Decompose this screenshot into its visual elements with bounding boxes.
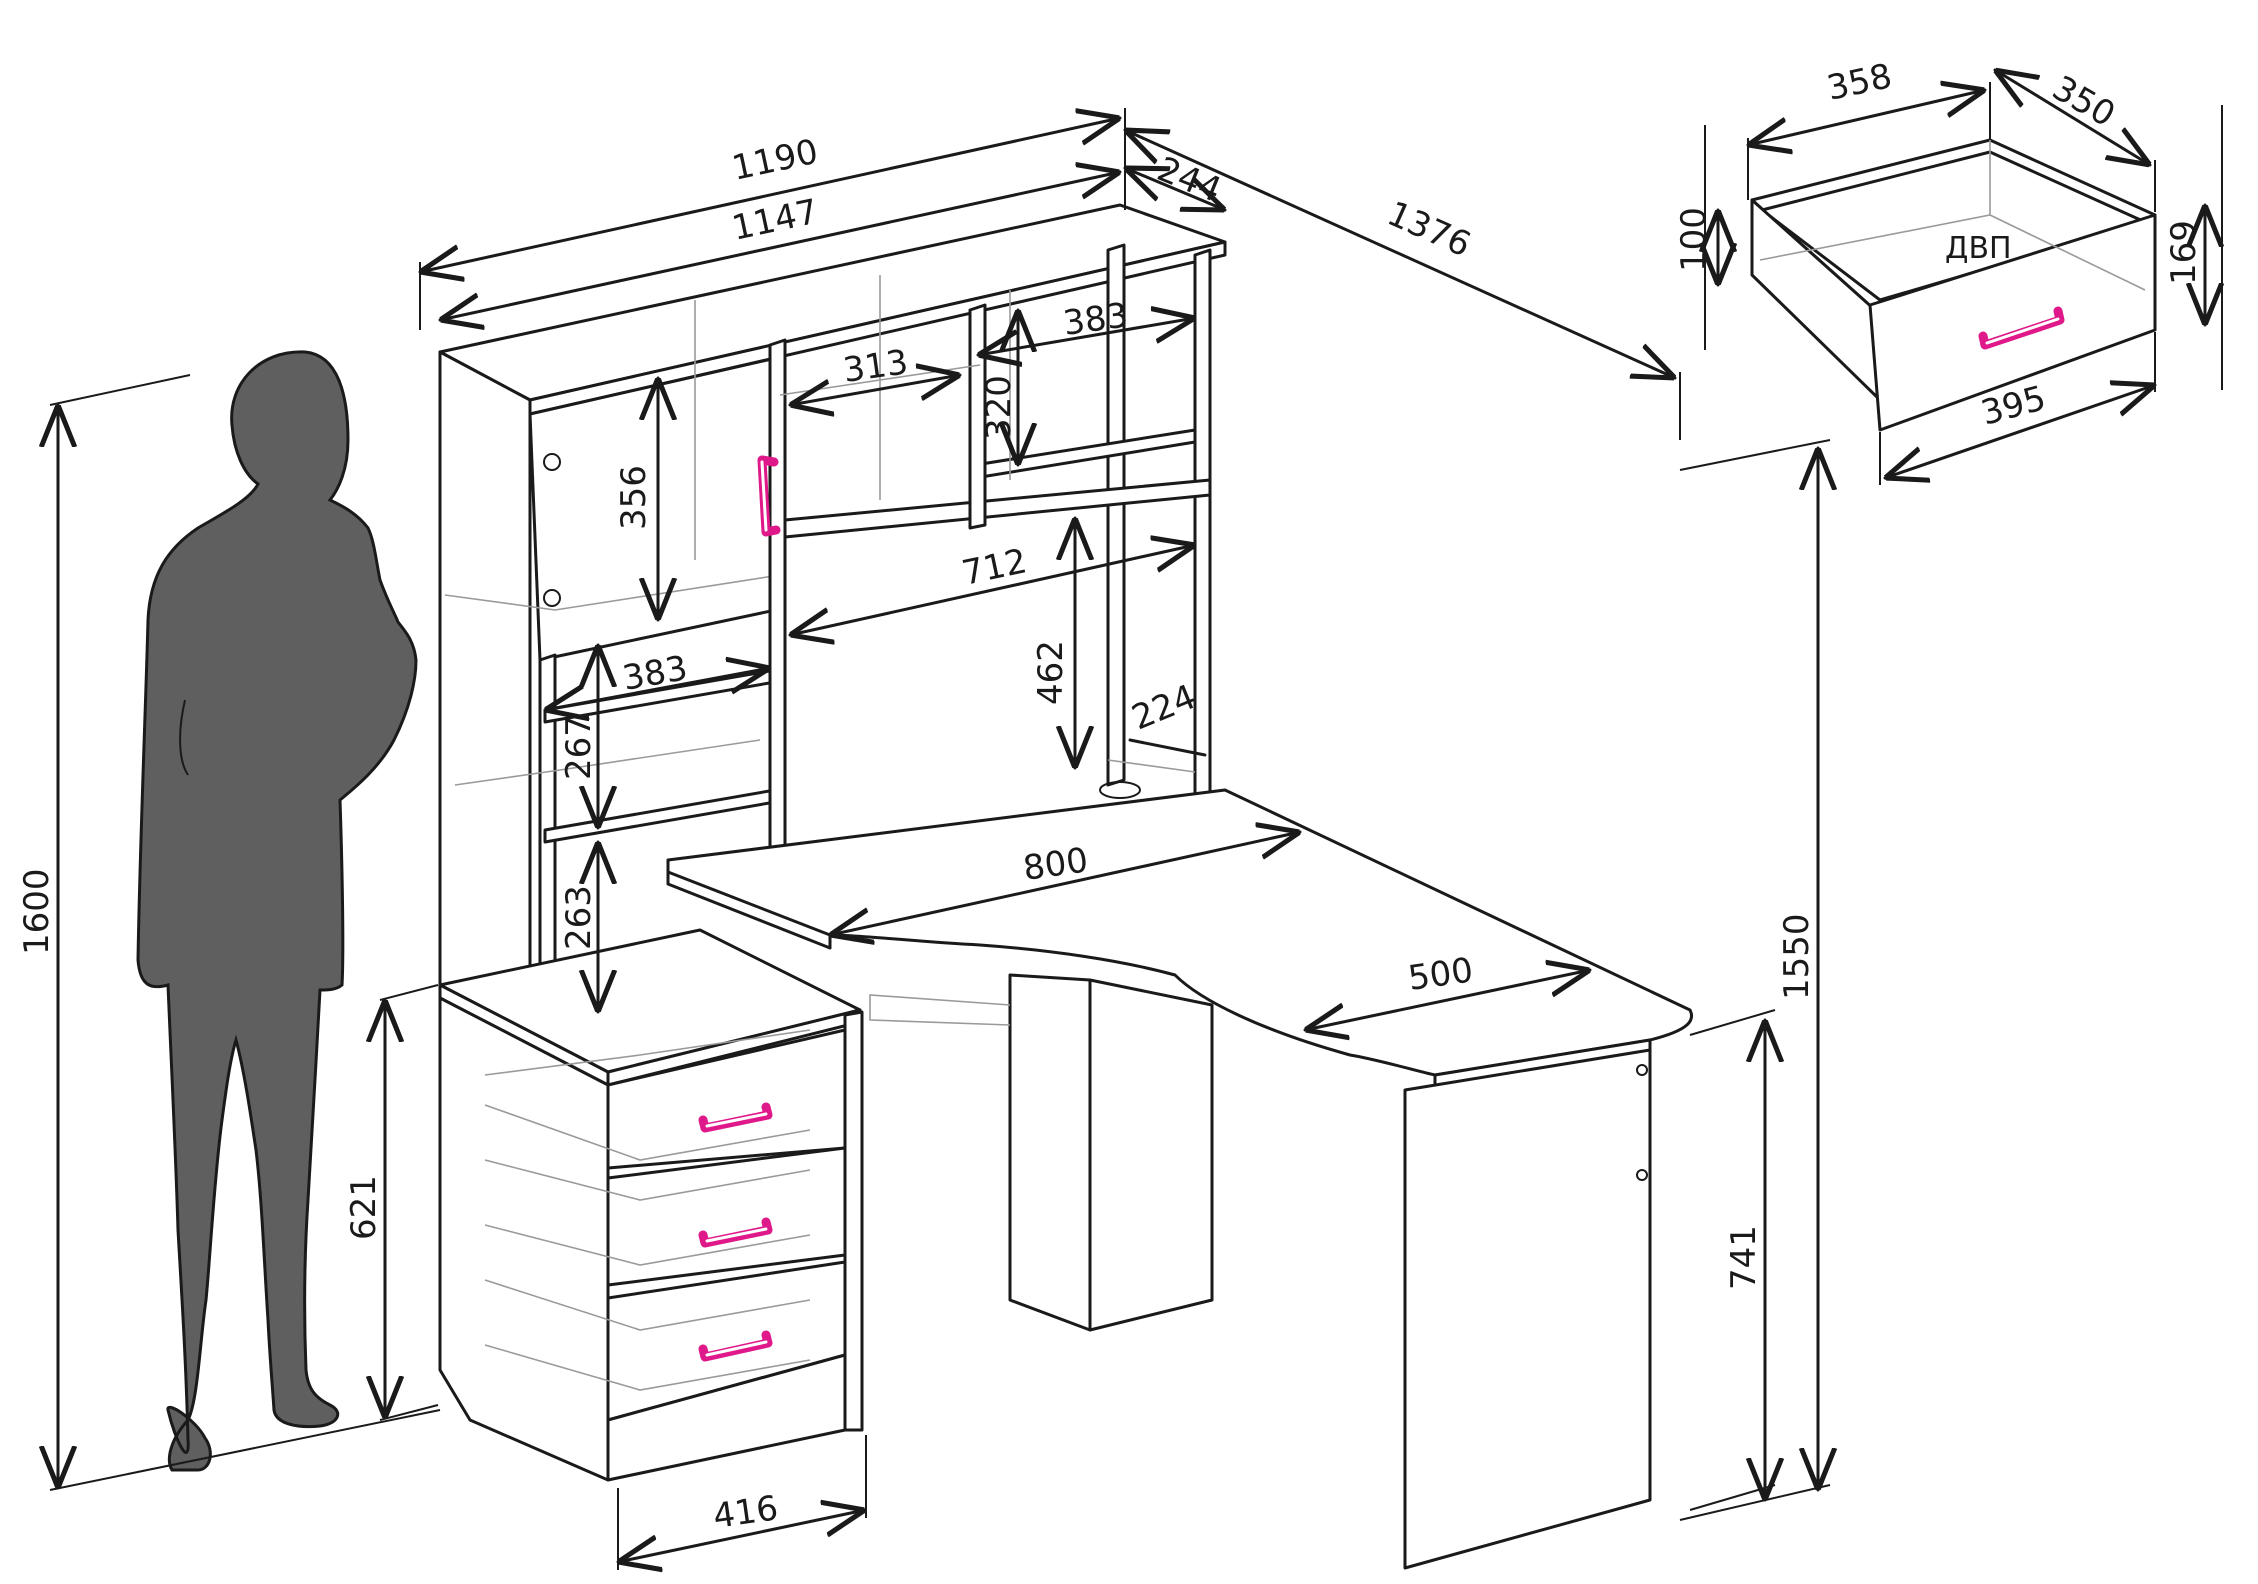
dim-drawer-unit-height: 621 (344, 1175, 384, 1240)
dim-hutch-height: 1550 (1777, 913, 1817, 1000)
dim-drawer-unit-width: 416 (711, 1488, 781, 1537)
center-post (1008, 973, 1092, 1332)
hutch-middle-shelf (783, 478, 1212, 539)
dim-drawer-front-height: 169 (2164, 220, 2204, 285)
dim-hutch-width-outer: 1190 (729, 132, 822, 189)
dim-drawer-front-width: 358 (1824, 56, 1896, 109)
dim-lower-shelf-height: 263 (559, 885, 599, 950)
dim-desk-total-length: 1376 (1381, 194, 1476, 266)
drawer-unit-side (438, 996, 610, 1482)
dim-top-shelf-span: 712 (959, 541, 1031, 594)
drawer-detail: ДВП (1750, 138, 2157, 432)
dim-left-shelf-height: 267 (559, 715, 599, 780)
left-shelf-lower (543, 788, 777, 844)
hutch-left-side (438, 350, 532, 1002)
dim-drawer-side-height: 100 (1674, 207, 1714, 272)
dim-overall-height: 1600 (17, 868, 57, 955)
dim-desk-height: 741 (1724, 1225, 1764, 1290)
dim-side-post-depth: 224 (1126, 677, 1201, 738)
dim-desktop-depth: 800 (1021, 840, 1091, 889)
person-silhouette (136, 350, 418, 1472)
dim-hutch-middle-shelf-width: 313 (841, 342, 911, 391)
drawer-bottom-material: ДВП (1945, 231, 2012, 266)
dim-cabinet-door-height: 356 (614, 465, 654, 530)
dim-return-depth: 500 (1406, 950, 1476, 999)
support-panel-right (1403, 1048, 1652, 1570)
drawer-detail-front (1868, 213, 2157, 432)
dim-hutch-right-shelf-height: 320 (979, 375, 1019, 440)
dim-hutch-right-shelf-width: 383 (1061, 295, 1131, 344)
dim-knee-clearance: 462 (1031, 640, 1071, 705)
